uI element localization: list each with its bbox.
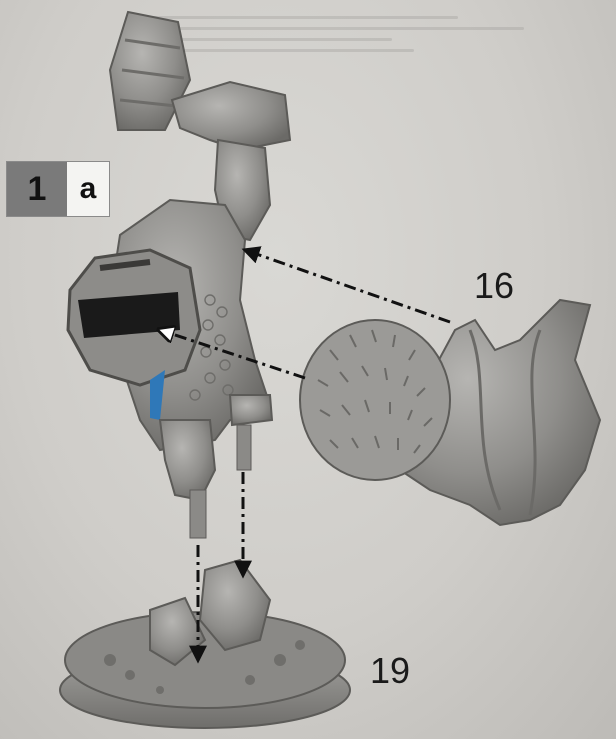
step-number: 1	[7, 162, 67, 216]
part-label-cloak: 16	[474, 265, 514, 307]
step-sub-letter: a	[67, 162, 109, 216]
arrow-cloak-to-back	[245, 250, 450, 322]
part-label-base: 19	[370, 650, 410, 692]
base-part	[60, 560, 350, 728]
step-badge: 1 a	[6, 161, 110, 217]
cloak-part	[300, 300, 600, 525]
